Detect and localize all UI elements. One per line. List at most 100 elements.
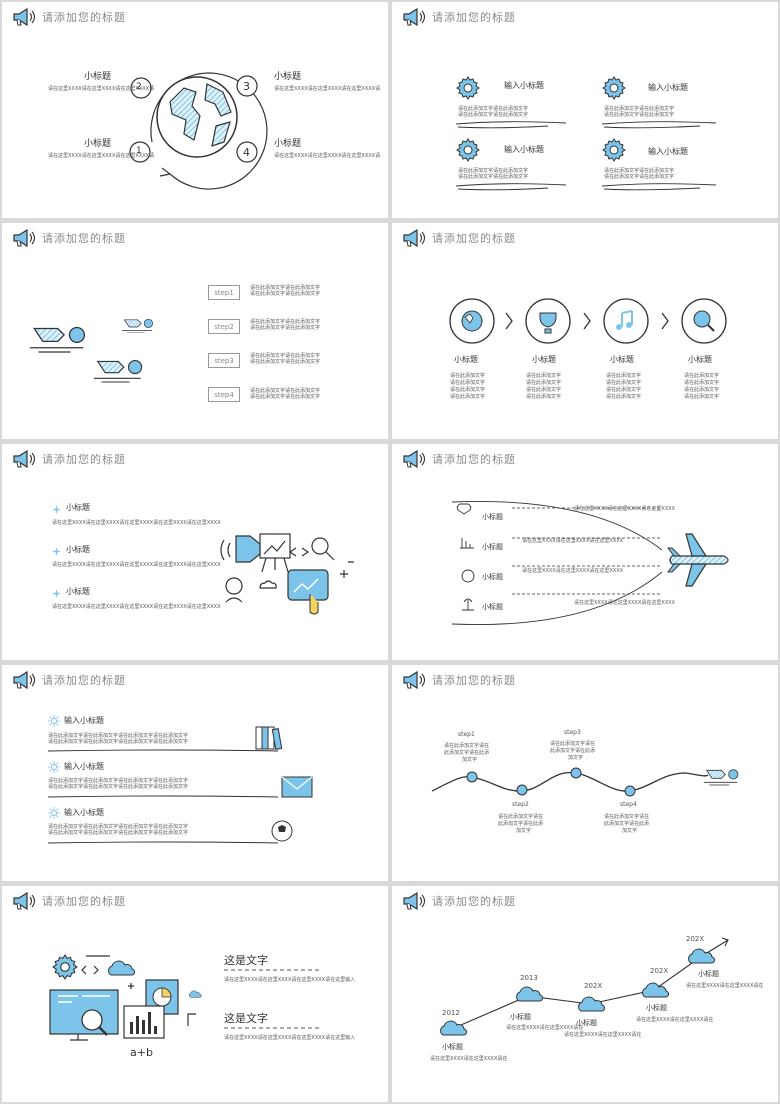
- timeline-node: [466, 771, 478, 783]
- code-icon: [81, 965, 99, 975]
- subtitle: 小标题: [688, 355, 712, 364]
- body-line: 请在此添加文字: [684, 394, 720, 400]
- body-line: 请在此添加文字: [526, 380, 562, 386]
- subtitle: 输入小标题: [504, 145, 544, 154]
- subtitle: 小标题: [610, 355, 634, 364]
- body-line: 请在此添加文字: [526, 373, 562, 379]
- subtitle: 小标题: [274, 72, 302, 82]
- wave-timeline: [431, 767, 739, 797]
- year-label: 2012: [442, 1009, 460, 1017]
- anchor-icon: [462, 598, 474, 611]
- body-text: 请在这里XXXX请在这里XXXX请在这里XXXX请在这里XXXX请在这里XXXX: [52, 520, 221, 526]
- year-label: 2013: [520, 974, 538, 982]
- body-text: 请在这里XXXX请在这里XXXX请在: [636, 1017, 714, 1023]
- formula-text: a+b: [130, 1046, 153, 1059]
- body-text: 请在这里XXXX请在这里XXXX请在这里XXXX请在这里XXXX请在这里XXXX: [52, 562, 221, 568]
- gear-icon: [52, 954, 78, 980]
- body-line: 请在此添加文字请在此添加文字: [604, 106, 675, 112]
- tablet-icon: [287, 569, 329, 601]
- body-line: 请在此添加文字请在此添加文字: [458, 174, 529, 180]
- body-line: 请在此添加文字请在: [444, 743, 490, 749]
- sparkle-icon: [48, 807, 60, 819]
- body-line: 请在此添加文字: [526, 394, 562, 400]
- body-line: 请在此添加文字请在此添加文字: [250, 291, 321, 297]
- timeline-node: [516, 784, 528, 796]
- swimmers-illustration: [30, 318, 153, 383]
- gear-icon: [602, 76, 626, 100]
- gear-icon: [602, 138, 626, 162]
- step-box: step3: [208, 353, 240, 368]
- year-label: 202X: [686, 935, 705, 943]
- slide-title: 请添加您的标题: [432, 674, 516, 687]
- slide-title: 请添加您的标题: [42, 674, 126, 687]
- subtitle: 输入小标题: [64, 808, 104, 817]
- sparkle-icon: [48, 715, 60, 727]
- gear-icon: [456, 138, 480, 162]
- slide-2: 请添加您的标题 输入小标题 请在此添加文字请在此添加文字 请在此添加文字请在此添…: [392, 2, 778, 218]
- body-line: 请在此添加文字请在此添加文字: [250, 319, 321, 325]
- icon-flow: [449, 298, 727, 344]
- slide-header: 请添加您的标题: [402, 671, 516, 689]
- body-line: 请在此添加文字: [606, 373, 642, 379]
- body-line: 请在此添加文字: [684, 387, 720, 393]
- body-line: 请在此添加文字请在此添加文字: [604, 174, 675, 180]
- body-text: 请在这里XXXX请在这里XXXX请在这里XXXX: [522, 568, 624, 574]
- bar-chart-icon: [460, 538, 474, 549]
- body-line: 请在此添加文字: [450, 373, 486, 379]
- sparkle-icon: [48, 761, 60, 773]
- subtitle: 小标题: [482, 543, 503, 551]
- magnifier-icon: [81, 1009, 103, 1031]
- subtitle: 小标题: [510, 1013, 531, 1021]
- number-badges: [129, 75, 258, 163]
- subtitle: 输入小标题: [648, 147, 688, 156]
- subtitle: 输入小标题: [648, 83, 688, 92]
- year-label: 202X: [584, 982, 603, 990]
- slide-4: 请添加您的标题 小标题 请在此添加文字 请在此添加文字 请在此添加文字 请在此添…: [392, 223, 778, 439]
- subtitle: 小标题: [66, 587, 90, 596]
- body-line: 请在此添加文字请在: [498, 814, 544, 820]
- body-line: 请在此添加文字: [450, 394, 486, 400]
- slide-title: 请添加您的标题: [432, 895, 516, 908]
- subtitle: 小标题: [698, 970, 719, 978]
- body-line: 加文字: [568, 755, 584, 761]
- step-box: step2: [208, 319, 240, 334]
- slide-8: 请添加您的标题 step1 请在此添加文字请在 此添加文字请在此添 加文字 st…: [392, 665, 778, 881]
- body-line: 请在此添加文字请在此添加文字: [458, 106, 529, 112]
- body-text: 请在这里XXXX请在这里XXXX请在这里XXXX请在这里XXXX请在这里XXXX: [52, 604, 221, 610]
- step-label: step4: [620, 801, 637, 808]
- body-line: 请在此添加文字请在此添加文字: [250, 359, 321, 365]
- heading: 这是文字: [224, 954, 268, 967]
- subtitle: 小标题: [274, 139, 302, 149]
- badge-number: 3: [243, 80, 250, 93]
- gear-list-decor: [455, 76, 717, 191]
- body-line: 请在此添加文字: [606, 380, 642, 386]
- slide-5: 请添加您的标题 小标题 请在这里XXXX请在这里XXXX请在这里XXXX请在这里…: [2, 444, 388, 660]
- subtitle: 小标题: [482, 573, 503, 581]
- swimmer-icon: [704, 769, 739, 786]
- body-text: 请在这里XXXX请在这里XXXX请在这里XXXX: [574, 506, 676, 512]
- sparkle-icon: [52, 547, 61, 556]
- body-text: 请在这里XXXX请在这里XXXX请在这里XXXX: [574, 600, 676, 606]
- subtitle: 输入小标题: [64, 762, 104, 771]
- slide-header: 请添加您的标题: [402, 8, 516, 26]
- slide-title: 请添加您的标题: [432, 232, 516, 245]
- slide-title: 请添加您的标题: [42, 11, 126, 24]
- body-text: 请在这里XXXX请在这里XXXX请在这里XXXX请: [48, 153, 155, 159]
- step-label: step3: [564, 729, 581, 736]
- body-text: 请在这里XXXX请在这里XXXX请在: [430, 1056, 508, 1062]
- subtitle: 小标题: [532, 355, 556, 364]
- slide-3: 请添加您的标题 step1 请在此添加文字请在此添加文字 请在此添加文字请在此添…: [2, 223, 388, 439]
- body-line: 请在此添加文字请在此添加文字: [250, 285, 321, 291]
- badge-number: 1: [136, 146, 142, 156]
- body-line: 加文字: [622, 828, 638, 834]
- gear-icon: [456, 76, 480, 100]
- usb-icon: [309, 594, 319, 615]
- slide-title: 请添加您的标题: [42, 232, 126, 245]
- subtitle: 小标题: [482, 513, 503, 521]
- body-line: 请在此添加文字请在此添加文字: [250, 353, 321, 359]
- body-text: 请在这里XXXX请在这里XXXX请在: [564, 1032, 642, 1038]
- body-line: 请在此添加文字请在此添加文字: [458, 112, 529, 118]
- body-line: 加文字: [516, 828, 532, 834]
- body-line: 请在此添加文字请在此添加文字: [250, 325, 321, 331]
- body-line: 请在此添加文字请在: [604, 814, 650, 820]
